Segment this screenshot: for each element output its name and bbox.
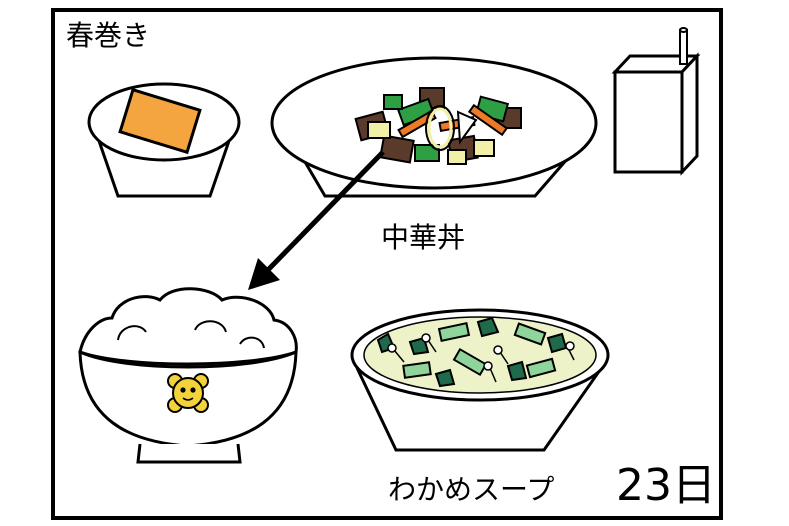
wakame-soup-label: わかめスープ xyxy=(388,473,555,506)
chukadon-plate xyxy=(270,56,598,198)
chukadon-toppings-icon xyxy=(354,87,522,165)
rice-bowl xyxy=(78,287,298,464)
green-onion-icon xyxy=(402,322,557,379)
spring-roll-icon xyxy=(118,87,202,155)
transfer-arrow-icon xyxy=(248,150,385,290)
spring-roll-bowl xyxy=(87,82,241,198)
harumaki-label: 春巻き xyxy=(66,19,151,52)
tofu-garnish-icon xyxy=(387,333,575,383)
date-label: 23日 xyxy=(616,460,716,511)
wakame-soup-bowl xyxy=(350,308,610,452)
wakame-icon xyxy=(376,316,568,388)
bear-face-icon xyxy=(167,373,209,413)
chukadon-label: 中華丼 xyxy=(381,221,466,254)
milk-carton-icon xyxy=(611,27,701,176)
